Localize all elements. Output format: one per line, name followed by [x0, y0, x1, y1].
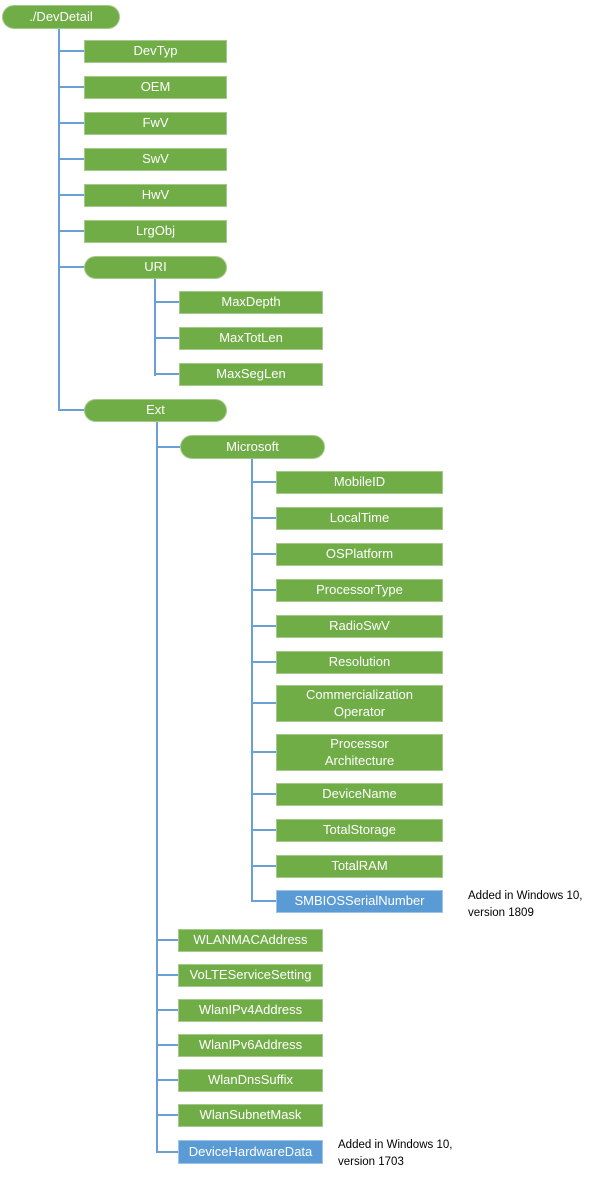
note-added-windows10-1703: Added in Windows 10, version 1703	[338, 1139, 453, 1168]
connector-line	[251, 751, 277, 753]
connector-line	[251, 625, 277, 627]
node-hwv: HwV	[84, 184, 227, 207]
node-maxdepth: MaxDepth	[179, 291, 323, 314]
node-commercialization-operator: Commercialization Operator	[276, 685, 443, 722]
connector-line	[251, 865, 277, 867]
connector-line	[251, 702, 277, 704]
node-voltservicesetting: VoLTEServiceSetting	[178, 964, 323, 987]
node-lrgobj: LrgObj	[84, 220, 227, 243]
node-maxtotlen: MaxTotLen	[179, 327, 323, 350]
connector-line	[156, 1009, 179, 1011]
node-wlansubnetmask: WlanSubnetMask	[178, 1104, 323, 1127]
node-resolution: Resolution	[276, 651, 443, 674]
node-processortype: ProcessorType	[276, 579, 443, 602]
connector-line	[251, 900, 277, 902]
node-wlandnssuffix: WlanDnsSuffix	[178, 1069, 323, 1092]
connector-line	[251, 481, 277, 483]
node-osplatform: OSPlatform	[276, 543, 443, 566]
node-maxseglen: MaxSegLen	[179, 363, 323, 386]
node-uri: URI	[84, 256, 227, 279]
connector-line	[156, 939, 179, 941]
node-smbiosserialnumber: SMBIOSSerialNumber	[276, 890, 443, 913]
connector-line	[251, 829, 277, 831]
node-processor-architecture: Processor Architecture	[276, 734, 443, 771]
connector-line	[58, 230, 85, 232]
connector-line	[251, 553, 277, 555]
node-microsoft: Microsoft	[180, 435, 325, 459]
connector-line	[154, 337, 180, 339]
node-wlanipv6address: WlanIPv6Address	[178, 1034, 323, 1057]
connector-line	[156, 974, 179, 976]
node-totalstorage: TotalStorage	[276, 819, 443, 842]
connector-line	[156, 1114, 179, 1116]
connector-line	[58, 86, 85, 88]
node-ext: Ext	[84, 399, 227, 422]
node-localtime: LocalTime	[276, 507, 443, 530]
connector-line	[58, 194, 85, 196]
connector-line	[251, 661, 277, 663]
connector-line	[156, 1044, 179, 1046]
connector-line	[58, 122, 85, 124]
connector-line	[156, 1079, 179, 1081]
node-fwv: FwV	[84, 112, 227, 135]
connector-line	[154, 279, 156, 376]
connector-line	[251, 459, 253, 902]
node-wlanipv4address: WlanIPv4Address	[178, 999, 323, 1022]
node-totalram: TotalRAM	[276, 855, 443, 878]
note-added-windows10-1809: Added in Windows 10, version 1809	[468, 890, 583, 919]
node-devicehardwaredata: DeviceHardwareData	[178, 1140, 323, 1164]
connector-line	[58, 409, 85, 411]
connector-line	[156, 1151, 179, 1153]
node-wlanmacaddress: WLANMACAddress	[178, 929, 323, 952]
connector-line	[154, 373, 180, 375]
node-oem: OEM	[84, 76, 227, 99]
node-swv: SwV	[84, 148, 227, 171]
connector-line	[154, 301, 180, 303]
connector-line	[156, 446, 181, 448]
node-radioswv: RadioSwV	[276, 615, 443, 638]
node-devtyp: DevTyp	[84, 40, 227, 63]
connector-line	[251, 589, 277, 591]
connector-line	[251, 517, 277, 519]
connector-line	[156, 422, 158, 1153]
node-mobileid: MobileID	[276, 471, 443, 494]
node-devdetail-root: ./DevDetail	[2, 5, 120, 29]
connector-line	[251, 793, 277, 795]
connector-line	[58, 50, 85, 52]
connector-line	[58, 266, 85, 268]
connector-line	[58, 28, 60, 411]
connector-line	[58, 158, 85, 160]
node-devicename: DeviceName	[276, 783, 443, 806]
